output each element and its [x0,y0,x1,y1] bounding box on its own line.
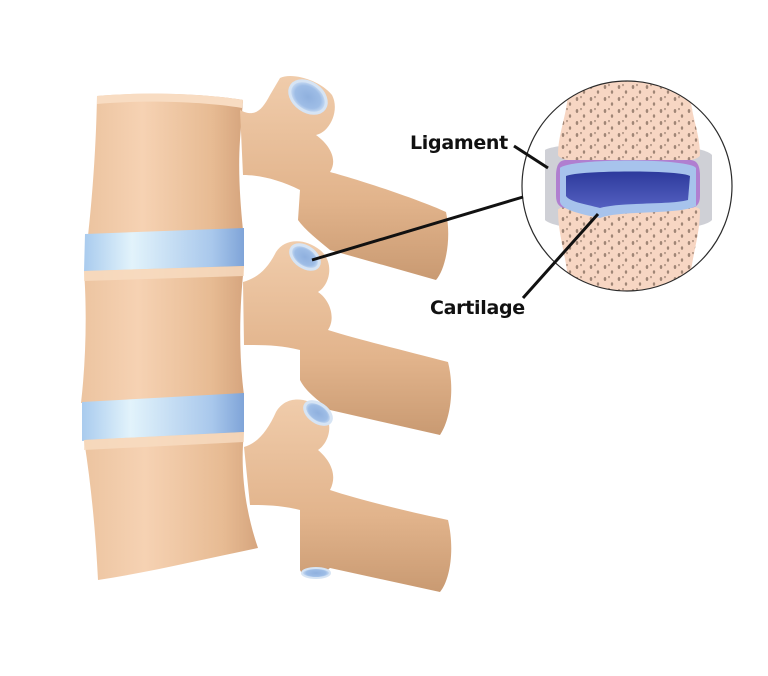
facet-cartilage-bottom [301,567,331,579]
vertebral-body-upper [88,93,243,237]
ligament-leader-line [513,144,549,170]
posterior-element-middle [243,241,452,435]
cartilage-label: Cartilage [430,297,525,319]
facet-joint-highlighted [289,243,321,271]
ligament-label: Ligament [410,132,508,154]
intervertebral-disc-upper [84,228,244,272]
vertebral-body-middle [81,266,244,403]
intervertebral-disc-lower [82,393,244,441]
posterior-element-upper [240,75,449,280]
facet-cartilage-cap [288,79,328,115]
posterior-element-lower [244,399,452,592]
vertebral-body-lower [84,432,258,580]
facet-cartilage-lower [303,400,333,426]
joint-space [566,171,690,208]
zoomed-joint-inset [521,80,733,292]
cartilage-leader-line [521,213,600,299]
facet-to-inset-leader-line [311,195,524,262]
